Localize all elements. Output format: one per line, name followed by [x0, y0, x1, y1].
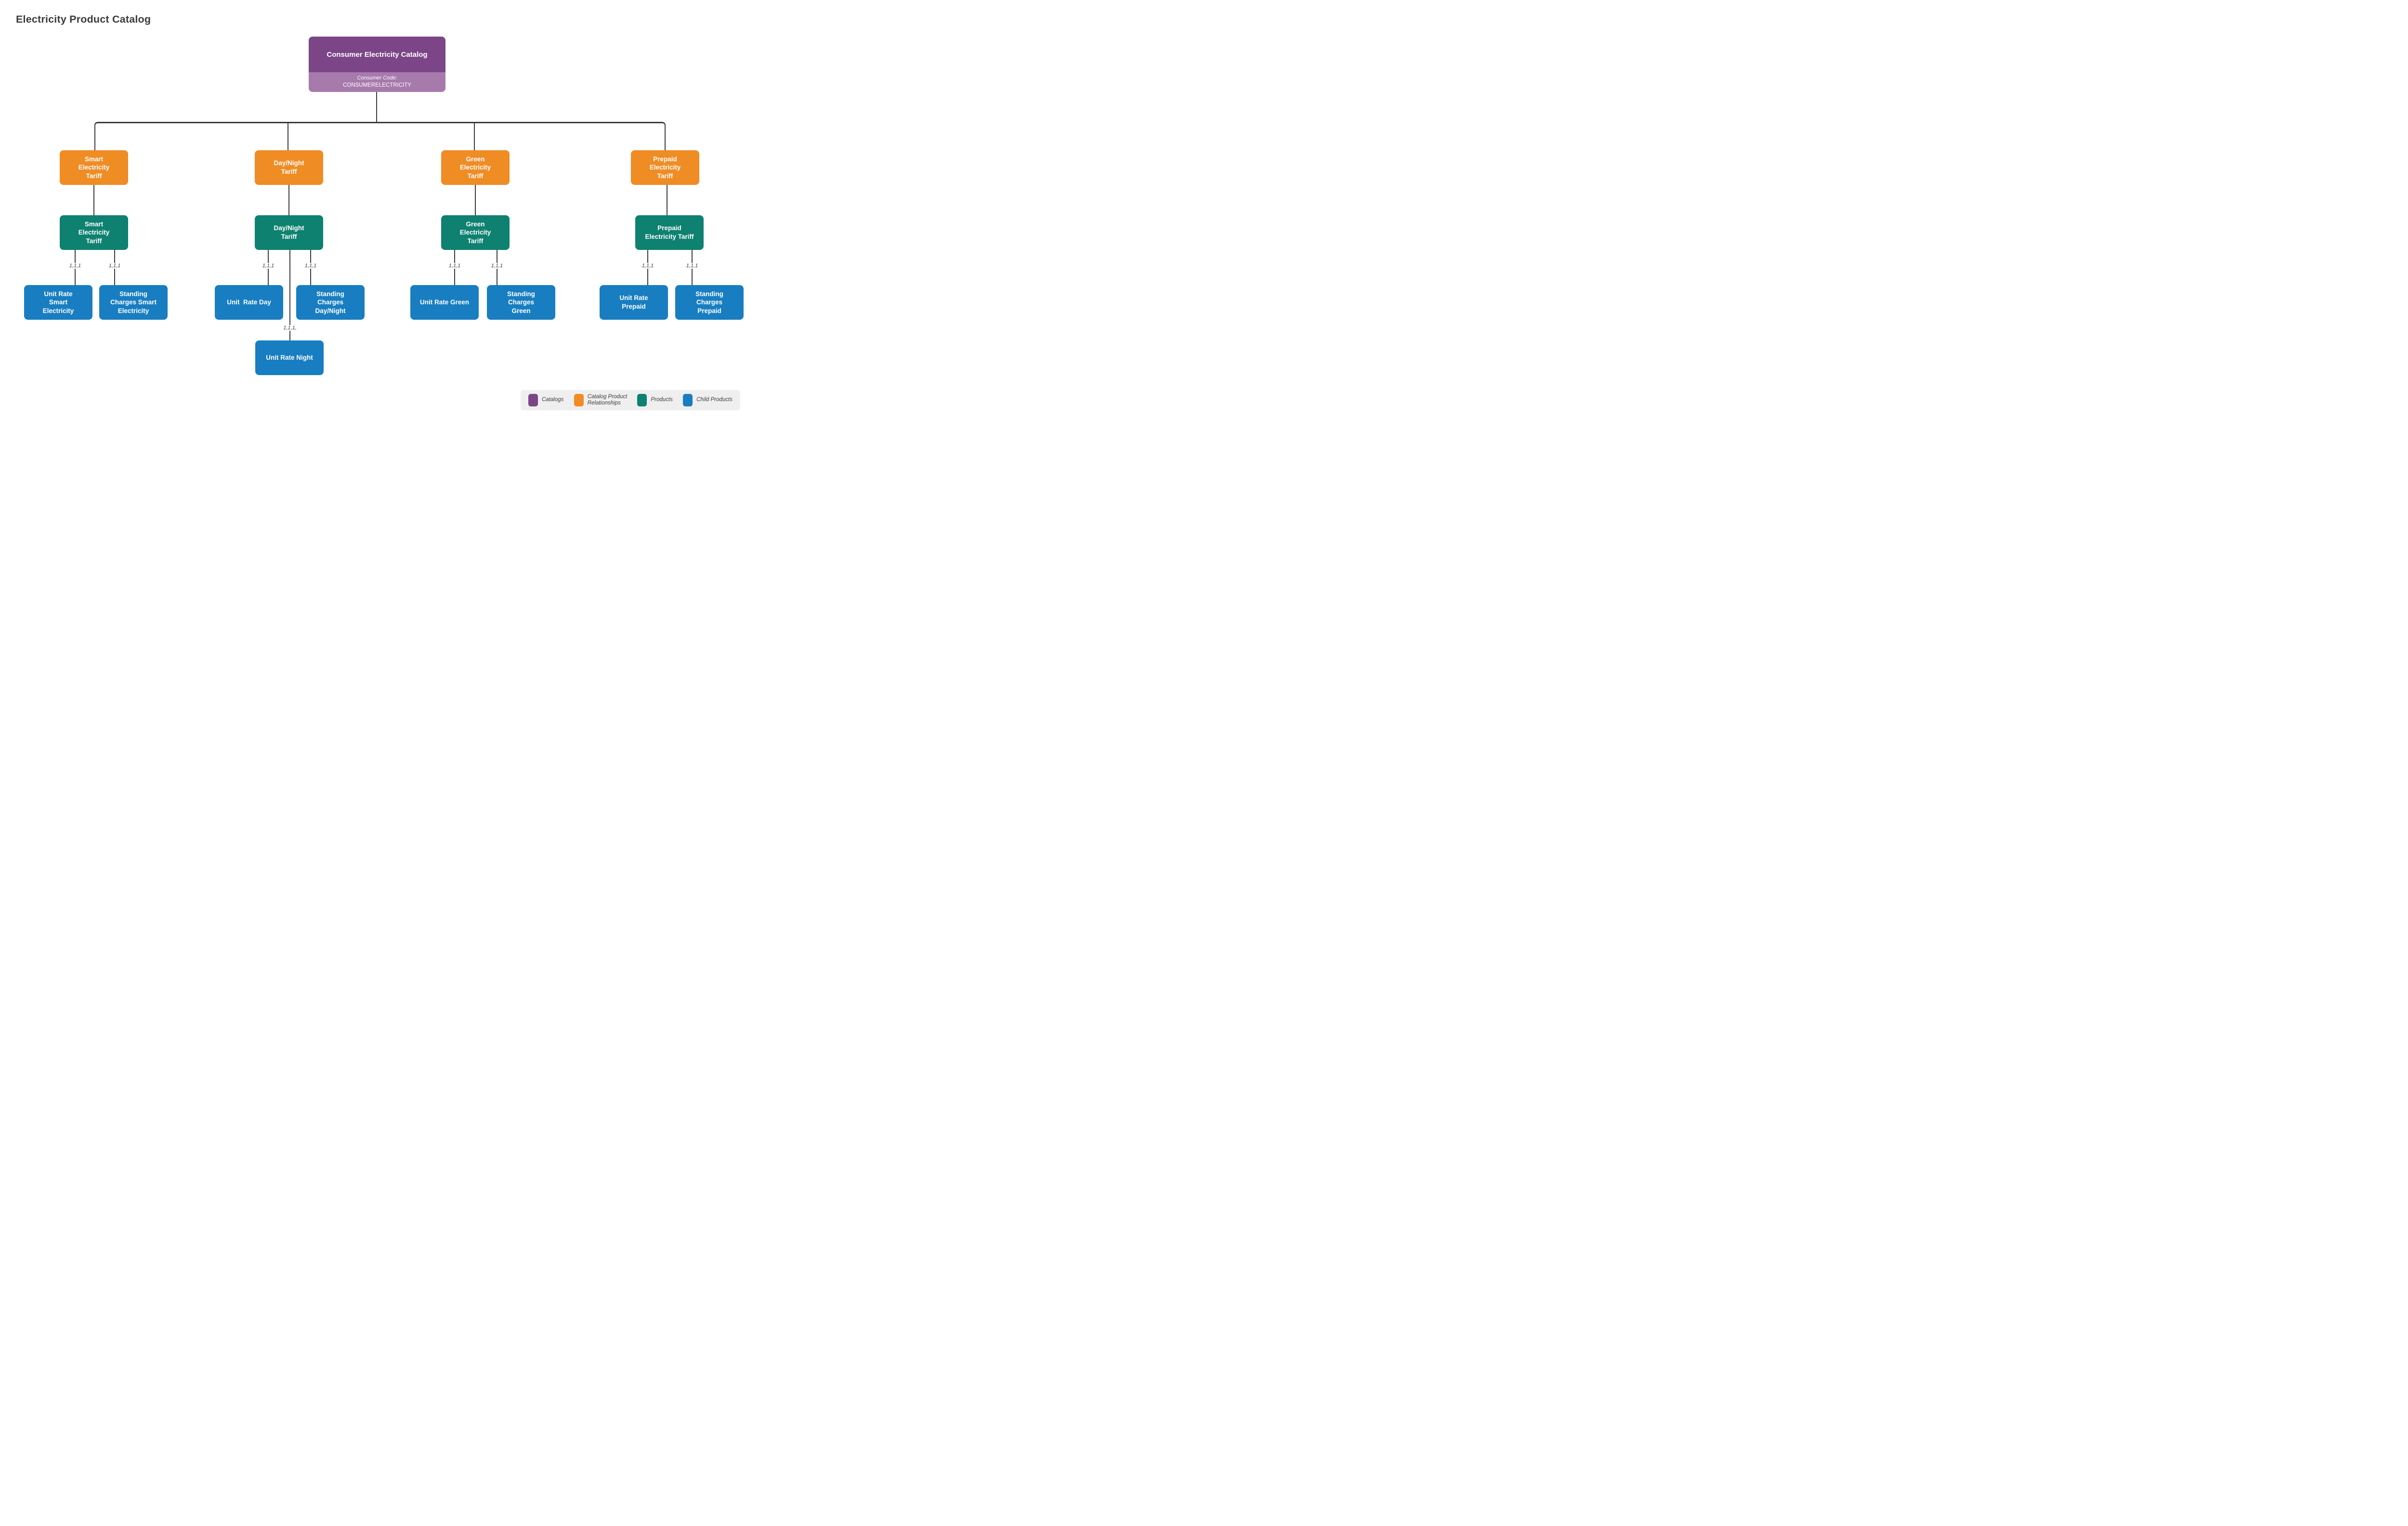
- child-node-unit-rate-smart-electricity: Unit Rate Smart Electricity: [24, 285, 92, 320]
- child-node-unit-rate-day: Unit Rate Day: [215, 285, 283, 320]
- child-node-label: Unit Rate Day: [227, 299, 271, 306]
- catalog-swatch-icon: [528, 394, 538, 406]
- root-catalog-title: Consumer Electricity Catalog: [309, 37, 445, 72]
- child-node-standing-charges-green: Standing Charges Green: [487, 285, 555, 320]
- cardinality-label: 1,1,1: [684, 263, 700, 269]
- legend-item-catalogs: Catalogs: [528, 394, 563, 406]
- legend-item-label: Products: [651, 397, 673, 403]
- product-node-day-night-tariff: Day/Night Tariff: [255, 215, 323, 250]
- connector-drop-green: [474, 123, 475, 150]
- consumer-code-value: CONSUMERELECTRICITY: [343, 82, 411, 89]
- child-node-label: Standing Charges Prepaid: [695, 290, 723, 314]
- relationship-swatch-icon: [574, 394, 584, 406]
- cardinality-label: 1,1,1: [303, 263, 318, 269]
- cardinality-label: 1,1,1: [640, 263, 655, 269]
- child-node-label: Unit Rate Green: [419, 299, 470, 306]
- legend-item-label: Catalog Product Relationships: [587, 393, 628, 406]
- legend: Catalogs Catalog Product Relationships P…: [521, 390, 740, 410]
- legend-item-catalog-product-relationships: Catalog Product Relationships: [574, 394, 627, 406]
- connector-branch-bar: [94, 122, 666, 150]
- child-node-unit-rate-prepaid: Unit Rate Prepaid: [600, 285, 668, 320]
- child-node-label: Standing Charges Green: [507, 290, 535, 314]
- child-node-label: Unit Rate Prepaid: [619, 294, 648, 310]
- child-node-unit-rate-green: Unit Rate Green: [410, 285, 479, 320]
- product-node-label: Smart Electricity Tariff: [78, 220, 110, 245]
- product-node-label: Day/Night Tariff: [274, 224, 304, 240]
- relationship-node-label: Day/Night Tariff: [274, 159, 304, 175]
- product-node-label: Prepaid Electricity Tariff: [645, 224, 694, 240]
- cardinality-label: 1,1,1: [489, 263, 505, 269]
- product-node-prepaid-electricity-tariff: Prepaid Electricity Tariff: [635, 215, 704, 250]
- connector-daynight-child-night: [289, 250, 290, 340]
- child-node-label: Standing Charges Smart Electricity: [110, 290, 157, 314]
- child-swatch-icon: [683, 394, 693, 406]
- child-node-standing-charges-smart-electricity: Standing Charges Smart Electricity: [99, 285, 168, 320]
- child-node-label: Unit Rate Smart Electricity: [42, 290, 74, 314]
- product-node-label: Green Electricity Tariff: [459, 220, 491, 245]
- page-title: Electricity Product Catalog: [16, 13, 151, 25]
- node-consumer-electricity-catalog: Consumer Electricity Catalog Consumer Co…: [309, 37, 445, 92]
- product-node-smart-electricity-tariff: Smart Electricity Tariff: [60, 215, 128, 250]
- legend-item-label: Catalogs: [542, 397, 564, 403]
- cardinality-label: 1,1,1,: [282, 325, 298, 331]
- child-node-standing-charges-prepaid: Standing Charges Prepaid: [675, 285, 744, 320]
- relationship-node-label: Prepaid Electricity Tariff: [649, 155, 681, 180]
- relationship-node-green-electricity-tariff: Green Electricity Tariff: [441, 150, 510, 185]
- consumer-code-label: Consumer Code:: [357, 75, 397, 81]
- connector-green-rel-to-product: [475, 185, 476, 215]
- cardinality-label: 1,1,1: [107, 263, 122, 269]
- product-node-green-electricity-tariff: Green Electricity Tariff: [441, 215, 510, 250]
- connector-root-trunk: [376, 92, 377, 122]
- legend-item-products: Products: [637, 394, 673, 406]
- legend-item-child-products: Child Products: [683, 394, 733, 406]
- child-node-standing-charges-day-night: Standing Charges Day/Night: [296, 285, 365, 320]
- cardinality-label: 1,1,1: [67, 263, 83, 269]
- connector-smart-rel-to-product: [93, 185, 94, 215]
- cardinality-label: 1,1,1: [447, 263, 462, 269]
- relationship-node-prepaid-electricity-tariff: Prepaid Electricity Tariff: [631, 150, 699, 185]
- root-catalog-code: Consumer Code: CONSUMERELECTRICITY: [309, 72, 445, 92]
- child-node-label: Standing Charges Day/Night: [315, 290, 346, 314]
- connector-daynight-rel-to-product: [288, 185, 289, 215]
- child-node-unit-rate-night: Unit Rate Night: [255, 340, 324, 375]
- child-node-label: Unit Rate Night: [266, 354, 313, 362]
- product-swatch-icon: [637, 394, 647, 406]
- diagram-canvas: Electricity Product Catalog Consumer Ele…: [0, 0, 754, 422]
- relationship-node-day-night-tariff: Day/Night Tariff: [255, 150, 323, 185]
- relationship-node-smart-electricity-tariff: Smart Electricity Tariff: [60, 150, 128, 185]
- cardinality-label: 1,1,1: [261, 263, 276, 269]
- relationship-node-label: Green Electricity Tariff: [459, 155, 491, 180]
- legend-item-label: Child Products: [696, 397, 733, 403]
- relationship-node-label: Smart Electricity Tariff: [78, 155, 110, 180]
